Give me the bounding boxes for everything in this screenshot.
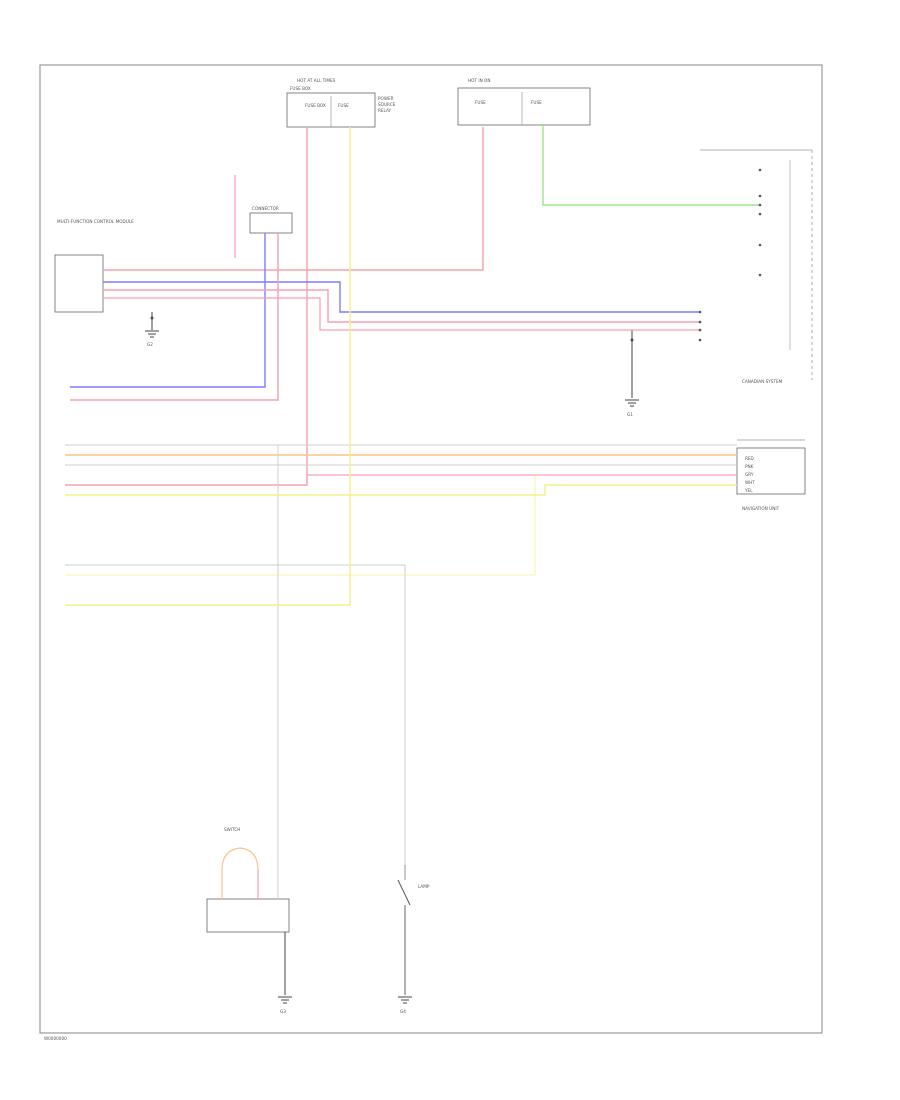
nav-pin-label: RED xyxy=(745,456,754,461)
green-wire xyxy=(542,125,760,206)
pin xyxy=(698,338,702,342)
fuse-right-b: FUSE xyxy=(531,100,542,105)
top-connector-label: CONNECTOR xyxy=(252,206,279,211)
yellow-wire xyxy=(65,127,351,606)
footer-code: W0000000 xyxy=(44,1036,67,1041)
pin xyxy=(758,203,762,207)
navigation-unit: NAVIGATION UNIT xyxy=(736,439,806,511)
red-wire xyxy=(103,127,484,271)
nav-unit-title: NAVIGATION UNIT xyxy=(742,506,780,511)
fuse-left-sub: FUSE BOX xyxy=(290,86,311,91)
nav-pin-label: GRY xyxy=(745,472,754,477)
ground-symbol xyxy=(398,996,412,1004)
left-ground-label: G2 xyxy=(147,342,153,347)
cluster-pins xyxy=(698,168,762,342)
fuse-left-b: FUSE xyxy=(338,103,349,108)
switch-box xyxy=(206,898,290,933)
fuse-box-right xyxy=(457,87,591,126)
red-wire xyxy=(103,297,700,331)
nav-unit-box xyxy=(736,447,806,495)
pin xyxy=(758,243,762,247)
pin xyxy=(698,310,702,314)
blue-wire xyxy=(70,233,266,388)
pin xyxy=(758,273,762,277)
top-connector xyxy=(249,212,293,234)
right-module: CANADIAN SYSTEM G1 xyxy=(625,149,813,417)
fuse-left-note3: RELAY xyxy=(378,108,392,113)
fuse-left-a: FUSE BOX xyxy=(305,103,326,108)
fuse-block-left: HOT AT ALL TIMES FUSE BOX FUSE BOX FUSE … xyxy=(286,78,396,128)
pin xyxy=(698,320,702,324)
pin xyxy=(758,212,762,216)
lamp-assembly: LAMP G4 xyxy=(397,865,430,1014)
red-wire xyxy=(70,233,279,401)
ground-symbol xyxy=(145,330,159,338)
yellow-wire xyxy=(65,484,737,496)
lamp-switch-blade xyxy=(397,879,411,906)
fuse-right-header: HOT IN ON xyxy=(468,78,490,83)
pin xyxy=(758,168,762,172)
left-module-box xyxy=(54,254,104,313)
ground-symbol xyxy=(278,996,292,1004)
ground-symbol xyxy=(625,399,639,407)
fuse-left-note: POWER xyxy=(378,96,394,101)
diagram-frame xyxy=(39,64,823,1034)
nav-pin-label: WHT xyxy=(745,480,755,485)
blue-wire xyxy=(103,281,700,313)
pin xyxy=(758,194,762,198)
red-wire xyxy=(65,127,308,486)
nav-pin-label: YEL xyxy=(744,488,753,493)
switch-loop-wire xyxy=(221,847,259,871)
fuse-left-note2: SOURCE xyxy=(378,102,396,107)
nav-pin-label: PNK xyxy=(745,464,754,469)
lamp-title: LAMP xyxy=(418,884,430,889)
red-wire xyxy=(103,289,700,323)
fuse-right-a: FUSE xyxy=(475,100,486,105)
left-module-title: MULTI-FUNCTION CONTROL MODULE xyxy=(57,219,134,224)
pin xyxy=(698,328,702,332)
fuse-block-right: HOT IN ON FUSE FUSE xyxy=(457,78,591,126)
right-module-note: CANADIAN SYSTEM xyxy=(742,379,783,384)
switch-title: SWITCH xyxy=(224,827,240,832)
switch-ground-label: G3 xyxy=(280,1009,286,1014)
wire-group xyxy=(65,125,760,899)
switch-assembly: SWITCH G3 xyxy=(206,827,292,1014)
right-ground-label: G1 xyxy=(627,412,633,417)
lamp-ground-label: G4 xyxy=(400,1009,406,1014)
fuse-left-header: HOT AT ALL TIMES xyxy=(297,78,336,83)
left-control-module: MULTI-FUNCTION CONTROL MODULE G2 xyxy=(54,219,159,347)
nav-pin-labels: RED PNK GRY WHT YEL xyxy=(744,456,755,493)
yellow-wire xyxy=(65,475,536,576)
